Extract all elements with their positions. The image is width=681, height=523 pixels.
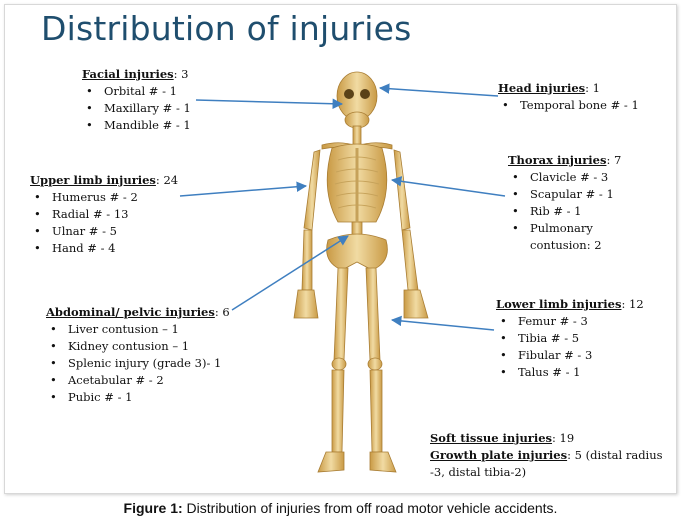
head-injuries-count: : 1	[585, 81, 600, 95]
thorax-injuries-group: Thorax injuries: 7 Clavicle # - 3 Scapul…	[508, 152, 640, 254]
thorax-item: Pulmonary contusion: 2	[508, 220, 640, 254]
soft-tissue-title: Soft tissue injuries	[430, 431, 552, 445]
caption-label: Figure 1:	[124, 500, 183, 516]
lower-limb-item: Fibular # - 3	[496, 347, 644, 364]
abdominal-pelvic-injuries-title: Abdominal/ pelvic injuries	[46, 305, 215, 319]
soft-tissue-count: : 19	[552, 431, 574, 445]
facial-injuries-group: Facial injuries: 3 Orbital # - 1 Maxilla…	[82, 66, 191, 134]
abdominal-item: Splenic injury (grade 3)- 1	[46, 355, 230, 372]
lower-limb-item: Femur # - 3	[496, 313, 644, 330]
thorax-item: Scapular # - 1	[508, 186, 640, 203]
abdominal-pelvic-injuries-group: Abdominal/ pelvic injuries: 6 Liver cont…	[46, 304, 230, 406]
facial-injuries-count: : 3	[174, 67, 189, 81]
abdominal-item: Liver contusion – 1	[46, 321, 230, 338]
thorax-item: Rib # - 1	[508, 203, 640, 220]
head-injuries-title: Head injuries	[498, 81, 585, 95]
facial-injuries-title: Facial injuries	[82, 67, 174, 81]
lower-limb-item: Talus # - 1	[496, 364, 644, 381]
lower-limb-injuries-title: Lower limb injuries	[496, 297, 621, 311]
upper-limb-item: Radial # - 13	[30, 206, 178, 223]
figure-caption: Figure 1: Distribution of injuries from …	[0, 500, 681, 516]
lower-limb-injuries-group: Lower limb injuries: 12 Femur # - 3 Tibi…	[496, 296, 644, 381]
thorax-item: Clavicle # - 3	[508, 169, 640, 186]
abdominal-item: Pubic # - 1	[46, 389, 230, 406]
thorax-injuries-count: : 7	[606, 153, 621, 167]
thorax-injuries-title: Thorax injuries	[508, 153, 606, 167]
abdominal-pelvic-injuries-count: : 6	[215, 305, 230, 319]
upper-limb-item: Hand # - 4	[30, 240, 178, 257]
other-injuries: Soft tissue injuries: 19 Growth plate in…	[430, 430, 670, 481]
upper-limb-item: Humerus # - 2	[30, 189, 178, 206]
upper-limb-injuries-title: Upper limb injuries	[30, 173, 156, 187]
abdominal-item: Kidney contusion – 1	[46, 338, 230, 355]
upper-limb-item: Ulnar # - 5	[30, 223, 178, 240]
lower-limb-item: Tibia # - 5	[496, 330, 644, 347]
upper-limb-injuries-count: : 24	[156, 173, 178, 187]
head-injuries-group: Head injuries: 1 Temporal bone # - 1	[498, 80, 639, 114]
caption-text: Distribution of injuries from off road m…	[183, 500, 558, 516]
facial-item: Orbital # - 1	[82, 83, 191, 100]
head-item: Temporal bone # - 1	[498, 97, 639, 114]
abdominal-item: Acetabular # - 2	[46, 372, 230, 389]
upper-limb-injuries-group: Upper limb injuries: 24 Humerus # - 2 Ra…	[30, 172, 178, 257]
facial-item: Maxillary # - 1	[82, 100, 191, 117]
lower-limb-injuries-count: : 12	[621, 297, 643, 311]
growth-plate-title: Growth plate injuries	[430, 448, 567, 462]
facial-item: Mandible # - 1	[82, 117, 191, 134]
